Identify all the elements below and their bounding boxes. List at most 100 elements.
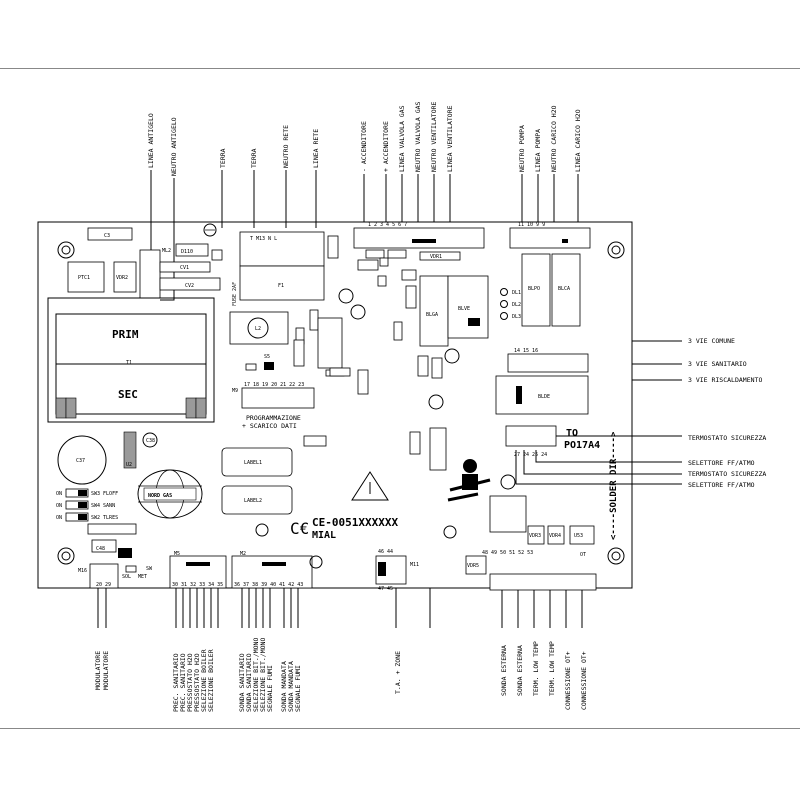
c3-label: C3 bbox=[104, 233, 110, 239]
label-ta-zone: T.A. + ZONE bbox=[394, 651, 402, 694]
to-label: TO bbox=[566, 428, 578, 439]
sol-label: SOL bbox=[122, 574, 131, 580]
ptc1-label: PTC1 bbox=[78, 275, 90, 281]
label-sonda-mandata-2: SONDA MANDATA bbox=[287, 661, 295, 712]
blde-relay bbox=[495, 375, 589, 415]
u53-label: U53 bbox=[574, 533, 583, 539]
m16-pins: 20 29 bbox=[96, 582, 111, 588]
programmazione-label: PROGRAMMAZIONE bbox=[246, 414, 301, 422]
m9-pins: 17 18 19 20 21 22 23 bbox=[244, 382, 304, 388]
esd-warning-icon bbox=[351, 471, 389, 501]
model-label: PO17A4 bbox=[564, 440, 600, 451]
nord-gas-logo: NORD GAS bbox=[137, 469, 203, 519]
m16-connector bbox=[89, 563, 119, 589]
m6-connector bbox=[507, 353, 589, 373]
m4-connector bbox=[505, 425, 557, 447]
mounting-holes bbox=[57, 241, 625, 565]
label-selezione-boiler-2: SELEZIONE BOILER bbox=[207, 649, 215, 712]
label-selettore-ff-atmo-1: SELETTORE FF/ATMO bbox=[688, 459, 755, 467]
dl1-label: DL1 bbox=[512, 290, 521, 296]
label-term-low-temp-1: TERM. LOW TEMP bbox=[532, 641, 540, 696]
blve-label: BLVE bbox=[458, 306, 470, 312]
blca-relay bbox=[551, 253, 581, 327]
label-linea-ventilatore: LINEA VENTILATORE bbox=[446, 105, 454, 172]
pcb-outline bbox=[37, 221, 633, 589]
m6-pins: 14 15 16 bbox=[514, 348, 538, 354]
cv1-label: CV1 bbox=[180, 265, 189, 271]
right-labels: 3 VIE COMUNE 3 VIE SANITARIO 3 VIE RISCA… bbox=[688, 337, 766, 489]
ce-symbol-icon: C€ bbox=[290, 519, 309, 538]
m11-label: M11 bbox=[410, 562, 419, 568]
label-segnale-fumi-2: SEGNALE FUMI bbox=[294, 665, 302, 712]
blga-relay bbox=[419, 275, 449, 347]
vdr1-label: VDR1 bbox=[430, 254, 442, 260]
vdr2-label: VDR2 bbox=[116, 275, 128, 281]
label-sonda-esterna-1: SONDA ESTERNA bbox=[500, 645, 508, 696]
bottom-connectors: M16 20 29 SOL MET SW M5 30 31 32 33 34 3… bbox=[78, 549, 597, 592]
label-modulatore-1: MODULATORE bbox=[94, 651, 102, 690]
label-linea-carico-h2o: LINEA CARICO H2O bbox=[574, 109, 582, 172]
m6b-pins: 48 49 50 51 52 53 bbox=[482, 550, 533, 556]
on-label-1: ON bbox=[56, 491, 62, 497]
top-rule bbox=[0, 68, 800, 69]
m1-pins: 1 2 3 4 5 6 7 bbox=[368, 222, 407, 228]
m2-label: M2 bbox=[240, 551, 246, 557]
label-neutro-pompa: NEUTRO POMPA bbox=[518, 125, 526, 172]
c48-label: C48 bbox=[96, 546, 105, 552]
l2-label: L2 bbox=[255, 326, 261, 332]
right-top-components: 1 2 3 4 5 6 7 VDR1 BLGA BLVE DL1 DL2 DL3 bbox=[329, 222, 619, 575]
label-connessione-ot-1: CONNESSIONE OT+ bbox=[564, 651, 572, 710]
f1-label: F1 bbox=[278, 283, 284, 289]
fuse-label: FUSE 2AF bbox=[232, 282, 238, 306]
bottom-leader-lines bbox=[97, 588, 583, 628]
blga-label: BLGA bbox=[426, 312, 438, 318]
m9-connector bbox=[241, 387, 315, 409]
label-pressostato-h2o-2: PRESSOSTATO H2O bbox=[193, 653, 201, 712]
u2-label: U2 bbox=[126, 462, 132, 468]
mial-label: MIAL bbox=[312, 530, 336, 541]
on-label-2: ON bbox=[56, 503, 62, 509]
m2-connector bbox=[231, 555, 313, 589]
label-prec-sanitario-2: PREC. SANITARIO bbox=[179, 653, 187, 712]
label-connessione-ot-2: CONNESSIONE OT+ bbox=[580, 651, 588, 710]
m5-label: M5 bbox=[174, 551, 180, 557]
l2-inductor bbox=[247, 317, 269, 339]
dl2-label: DL2 bbox=[512, 302, 521, 308]
label-accenditore-pos: + ACCENDITORE bbox=[382, 121, 390, 172]
centre-top-components: T M13 N L F1 FUSE 2AF L2 S5 17 18 19 20 … bbox=[203, 223, 398, 541]
label-terra-2: TERRA bbox=[250, 148, 258, 168]
label-selettore-ff-atmo-2: SELETTORE FF/ATMO bbox=[688, 481, 755, 489]
m11-pins: 46 44 bbox=[378, 549, 393, 555]
label-neutro-valvola-gas: NEUTRO VALVOLA GAS bbox=[414, 101, 422, 172]
label2-text: LABEL2 bbox=[244, 498, 262, 504]
c37-capacitor bbox=[57, 435, 107, 485]
prim-label: PRIM bbox=[112, 328, 139, 341]
sw-tlres-label: SW2 TLRES bbox=[91, 515, 118, 521]
blca-label: BLCA bbox=[558, 286, 570, 292]
t1-label: T1 bbox=[126, 360, 132, 366]
on-label-3: ON bbox=[56, 515, 62, 521]
label-term-low-temp-2: TERM. LOW TEMP bbox=[548, 641, 556, 696]
blpo-relay bbox=[521, 253, 551, 327]
nord-gas-text: NORD GAS bbox=[148, 493, 172, 499]
m13-pins: T M13 N L bbox=[250, 236, 277, 242]
label-modulatore-2: MODULATORE bbox=[102, 651, 110, 690]
ot-label: OT bbox=[580, 552, 586, 558]
sec-label: SEC bbox=[118, 388, 138, 401]
m4-pins: 27 24 25 24 bbox=[514, 452, 547, 458]
right-leader-lines bbox=[515, 340, 682, 485]
m6b-connector bbox=[489, 573, 597, 591]
m7-pins: 11 10 9 9 bbox=[518, 222, 545, 228]
sw-label: SW bbox=[146, 566, 153, 572]
solder-dir-label: <----SOLDER DIR----> bbox=[609, 431, 619, 540]
blve-relay bbox=[447, 275, 489, 339]
vdr5-label: VDR5 bbox=[467, 563, 479, 569]
mascot-icon bbox=[447, 459, 491, 502]
m9-label: M9 bbox=[232, 388, 238, 394]
label-3-vie-comune: 3 VIE COMUNE bbox=[688, 337, 735, 345]
label-neutro-ventilatore: NEUTRO VENTILATORE bbox=[430, 101, 438, 172]
label-linea-pompa: LINEA POMPA bbox=[534, 129, 542, 172]
label-segnale-fumi-1: SEGNALE FUMI bbox=[266, 665, 274, 712]
m11-pins-2: 47 45 bbox=[378, 586, 393, 592]
m16-label: M16 bbox=[78, 568, 87, 574]
